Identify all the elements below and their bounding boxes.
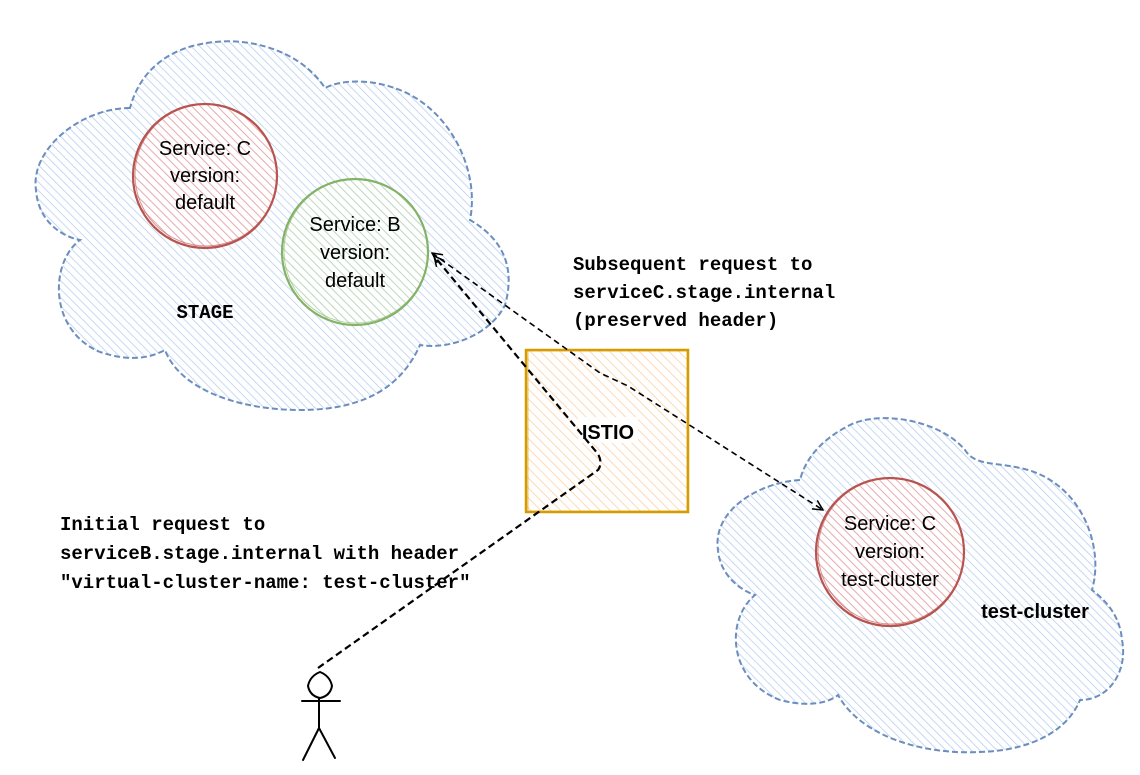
annotation-line: (preserved header) <box>573 310 778 332</box>
service-version-label: version: <box>320 242 390 264</box>
service-version-label: version: <box>170 165 240 187</box>
user-actor-icon[interactable] <box>301 670 341 761</box>
cluster-label-stage: STAGE <box>176 302 233 324</box>
service-name: Service: C <box>159 138 251 160</box>
service-name: Service: C <box>844 513 936 535</box>
cluster-label-test-cluster: test-cluster <box>981 601 1089 623</box>
istio-gateway[interactable]: ISTIO <box>524 348 690 514</box>
annotation-line: serviceB.stage.internal with header <box>60 543 459 565</box>
service-version-value: default <box>325 270 385 292</box>
service-version-value: default <box>175 192 235 214</box>
service-version-value: test-cluster <box>841 569 939 591</box>
service-version-label: version: <box>855 541 925 563</box>
annotation-line: Initial request to <box>60 514 265 536</box>
service-node-test-c[interactable]: Service: C version: test-cluster <box>814 476 966 628</box>
istio-label: ISTIO <box>582 422 634 444</box>
annotation-subsequent-request: Subsequent request to serviceC.stage.int… <box>573 254 835 332</box>
annotation-line: Subsequent request to <box>573 254 812 276</box>
arrow-subsequent-request <box>432 253 823 510</box>
annotation-initial-request: Initial request to serviceB.stage.intern… <box>60 514 470 594</box>
cluster-stage: STAGE <box>34 40 510 412</box>
service-node-stage-b[interactable]: Service: B version: default <box>280 177 430 327</box>
service-node-stage-c[interactable]: Service: C version: default <box>131 102 279 250</box>
service-name: Service: B <box>309 214 400 236</box>
annotation-line: "virtual-cluster-name: test-cluster" <box>60 572 470 594</box>
cloud-shape-stage <box>34 40 510 412</box>
annotation-line: serviceC.stage.internal <box>573 282 835 304</box>
